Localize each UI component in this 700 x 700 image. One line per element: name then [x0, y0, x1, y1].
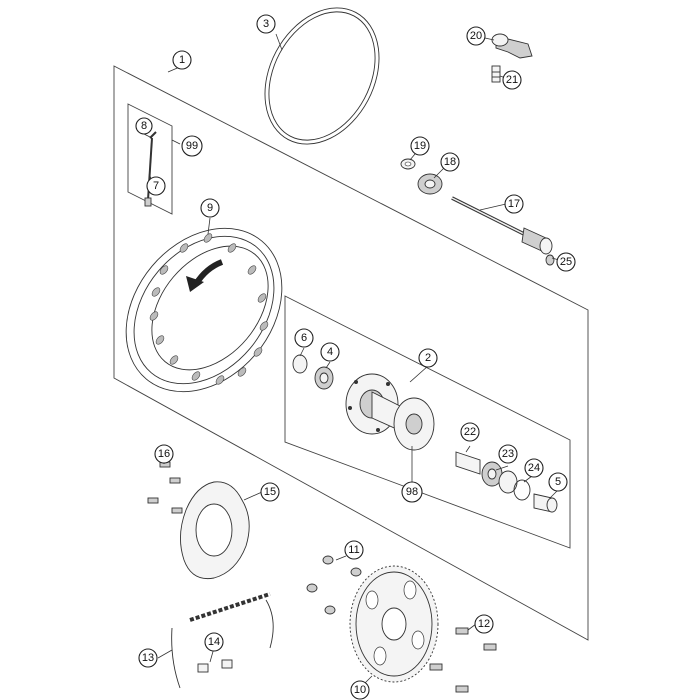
callout-label: 4: [327, 346, 333, 358]
valve-cap-part: [491, 33, 533, 59]
callout-3: 3: [256, 14, 276, 34]
callout-4: 4: [320, 342, 340, 362]
callout-label: 99: [186, 140, 198, 152]
disc-bolts-part: [147, 461, 183, 514]
rim-part: [125, 227, 283, 393]
spacer-part-5: [533, 493, 558, 513]
callout-label: 15: [264, 486, 276, 498]
callout-18: 18: [440, 152, 460, 172]
callout-label: 8: [141, 120, 147, 132]
callout-8: 8: [135, 117, 153, 135]
bearing-part-4: [314, 366, 334, 390]
callout-25: 25: [556, 252, 576, 272]
callout-label: 24: [528, 462, 540, 474]
callout-label: 20: [470, 30, 482, 42]
callout-23: 23: [498, 444, 518, 464]
washer-part: [400, 158, 416, 170]
callout-label: 25: [560, 256, 572, 268]
callout-19: 19: [410, 136, 430, 156]
callout-label: 6: [301, 332, 307, 344]
callout-label: 98: [406, 486, 418, 498]
callout-label: 5: [555, 476, 561, 488]
callout-14: 14: [204, 632, 224, 652]
callout-label: 16: [158, 448, 170, 460]
callout-label: 10: [354, 684, 366, 696]
callout-9: 9: [200, 198, 220, 218]
callout-label: 3: [263, 18, 269, 30]
hub-part: [345, 373, 435, 451]
callout-20: 20: [466, 26, 486, 46]
callout-24: 24: [524, 458, 544, 478]
chain-link-part: [197, 659, 233, 673]
hub-subassembly-frame: [284, 295, 571, 549]
callout-label: 2: [425, 352, 431, 364]
spoke-set-frame: [127, 103, 173, 215]
sprocket-bolts-part: [429, 627, 497, 693]
leader-lines: [143, 33, 567, 689]
callout-7: 7: [146, 176, 166, 196]
callout-13: 13: [138, 648, 158, 668]
callout-6: 6: [294, 328, 314, 348]
callout-label: 21: [506, 74, 518, 86]
callout-label: 22: [464, 426, 476, 438]
callout-label: 12: [478, 618, 490, 630]
callout-1: 1: [172, 50, 192, 70]
callout-label: 18: [444, 156, 456, 168]
callout-5: 5: [548, 472, 568, 492]
callout-11: 11: [344, 540, 364, 560]
callout-15: 15: [260, 482, 280, 502]
axle-nut-part: [417, 173, 443, 195]
valve-insert-part: [491, 65, 501, 83]
callout-22: 22: [460, 422, 480, 442]
callout-label: 14: [208, 636, 220, 648]
callout-label: 23: [502, 448, 514, 460]
callout-17: 17: [504, 194, 524, 214]
seal-ring-part: [513, 479, 531, 501]
axle-end-part: [545, 254, 555, 266]
callout-10: 10: [350, 680, 370, 700]
callout-16: 16: [154, 444, 174, 464]
callout-label: 7: [153, 180, 159, 192]
callout-label: 17: [508, 198, 520, 210]
sprocket-part: [349, 565, 439, 683]
callout-21: 21: [502, 70, 522, 90]
callout-2: 2: [418, 348, 438, 368]
axle-part: [451, 196, 553, 255]
sprocket-nuts-part: [306, 555, 362, 615]
callout-label: 9: [207, 202, 213, 214]
brake-disc-part: [180, 481, 250, 580]
callout-99: 99: [181, 135, 203, 157]
callout-label: 19: [414, 140, 426, 152]
callout-98: 98: [401, 481, 423, 503]
callout-12: 12: [474, 614, 494, 634]
bearing-part-6: [292, 354, 308, 374]
chain-part: [171, 592, 274, 689]
callout-label: 1: [179, 54, 185, 66]
callout-label: 11: [348, 544, 359, 556]
spacer-tube-part: [455, 451, 481, 475]
rim-tape-part: [264, 7, 380, 145]
main-assembly-frame: [113, 65, 589, 641]
callout-label: 13: [142, 652, 154, 664]
bearing-part-23: [481, 461, 503, 487]
